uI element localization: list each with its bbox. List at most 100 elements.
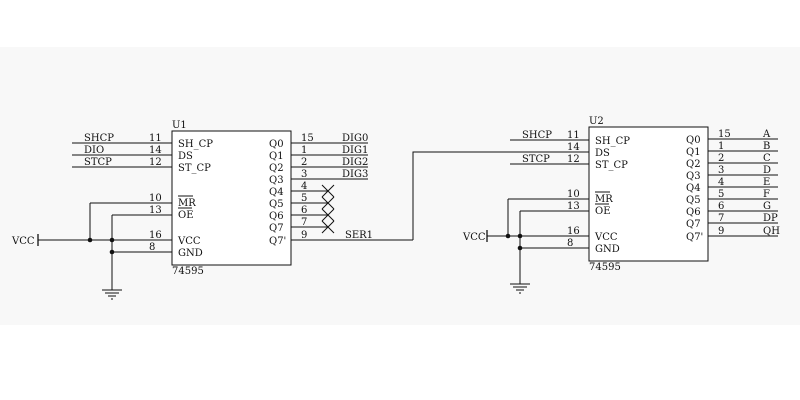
u2-net-e: E (763, 177, 770, 188)
u1-pinnum-13: 13 (149, 205, 162, 216)
u2-net-g: G (763, 201, 771, 212)
u1-pinnum-12: 12 (149, 157, 162, 168)
u1-pinnum-1: 1 (301, 145, 307, 156)
u1-pinnum-2: 2 (301, 157, 307, 168)
u2-pinname-q4: Q4 (686, 183, 701, 194)
u2-pinname-q2: Q2 (686, 159, 701, 170)
u2-pinnum-9: 9 (718, 226, 724, 237)
u1-pinnum-9: 9 (301, 230, 307, 241)
ser1-link-wire (412, 151, 589, 240)
u1-net-stcp: STCP (84, 157, 112, 168)
u1-pinname-q2: Q2 (269, 163, 284, 174)
u1-pinname-q5: Q5 (269, 199, 284, 210)
u1-pinname-q6: Q6 (269, 211, 284, 222)
u1-pinnum-6: 6 (301, 205, 307, 216)
u2-part: 74595 (589, 262, 621, 273)
u2-pinname-shcp: SH_CP (595, 136, 630, 147)
u1-junction-vcc2 (109, 237, 115, 243)
u1-pinname-q7: Q7 (269, 223, 284, 234)
u2-junction-vcc2 (517, 233, 523, 239)
u1-pinname-stcp: ST_CP (178, 163, 211, 174)
u1-net-dig0: DIG0 (342, 133, 368, 144)
u2-pinname-q7s: Q7' (686, 232, 703, 243)
u2-junction-gnd (517, 245, 523, 251)
u1-pinnum-16: 16 (149, 230, 162, 241)
u1-body[interactable] (171, 130, 292, 266)
u1-vcc-label: VCC (11, 236, 35, 247)
u1-net-dig2: DIG2 (342, 157, 368, 168)
u1-junction-gnd (109, 249, 115, 255)
u2-pinnum-6: 6 (718, 201, 724, 212)
u2-pinnum-7: 7 (718, 213, 724, 224)
u1-net-dig1: DIG1 (342, 145, 368, 156)
u1-net-dio: DIO (84, 145, 104, 156)
u2-pinname-q1: Q1 (686, 147, 701, 158)
u2-pinname-oe: OE (595, 206, 611, 217)
u2-net-c: C (763, 153, 771, 164)
u1-pinname-gnd: GND (178, 248, 203, 259)
u1-net-dig3: DIG3 (342, 169, 368, 180)
u2-net-f: F (763, 189, 770, 200)
u2-pinname-q3: Q3 (686, 171, 701, 182)
u2-pinnum-14: 14 (567, 142, 580, 153)
u2-junction-vcc (505, 233, 511, 239)
u2-net-b: B (763, 141, 770, 152)
u2-pinname-q5: Q5 (686, 195, 701, 206)
u2-pinname-vcc: VCC (594, 232, 618, 243)
u1-ground-symbol (102, 289, 122, 300)
u2-net-qh: QH (763, 226, 780, 237)
noconnect-q4-icon (321, 184, 335, 198)
u2-pinname-ds: DS (595, 148, 610, 159)
u2-group: U2 74595 SHCP STCP 11 14 12 SH_CP DS ST_… (462, 116, 780, 294)
u2-pinnum-12: 12 (567, 154, 580, 165)
u2-pinname-mr: MR (595, 194, 613, 205)
u1-pinname-oe: OE (178, 210, 194, 221)
u1-pinnum-7: 7 (301, 217, 307, 228)
u1-net-ser1: SER1 (345, 230, 373, 241)
u2-pinnum-16: 16 (567, 226, 580, 237)
u1-pinnum-11: 11 (149, 133, 162, 144)
u2-pinname-q7: Q7 (686, 219, 701, 230)
u1-pinname-ds: DS (178, 151, 193, 162)
u1-ref: U1 (172, 120, 187, 131)
u2-net-shcp: SHCP (522, 130, 552, 141)
u2-net-dp: DP (763, 213, 778, 224)
u2-net-a: A (762, 129, 771, 140)
u1-pinname-vcc: VCC (177, 236, 201, 247)
u2-pinnum-15: 15 (718, 129, 731, 140)
u2-pinname-q0: Q0 (686, 135, 701, 146)
u1-junction-vcc (87, 237, 93, 243)
u1-pinnum-5: 5 (301, 193, 307, 204)
u2-vcc-label: VCC (462, 232, 486, 243)
noconnect-q5-icon (321, 196, 335, 210)
u1-pinnum-15: 15 (301, 133, 314, 144)
u2-pinnum-8: 8 (567, 238, 573, 249)
u2-right-pins (708, 138, 778, 237)
u2-pinnum-1: 1 (718, 141, 724, 152)
u1-noconnect-marks (321, 184, 335, 234)
u1-pinnum-3: 3 (301, 169, 307, 180)
u2-pinnum-3: 3 (718, 165, 724, 176)
u2-ref: U2 (589, 116, 604, 127)
u2-pinnum-4: 4 (718, 177, 724, 188)
u2-net-stcp: STCP (522, 154, 550, 165)
u1-pinname-q0: Q0 (269, 139, 284, 150)
u1-pinname-mr: MR (178, 198, 196, 209)
u2-pinname-gnd: GND (595, 244, 620, 255)
u1-pinnum-8: 8 (149, 242, 155, 253)
u1-net-shcp: SHCP (84, 133, 114, 144)
u1-pinname-q7s: Q7' (269, 236, 286, 247)
u2-net-d: D (763, 165, 771, 176)
u2-pinnum-11: 11 (567, 130, 580, 141)
u1-pinname-q1: Q1 (269, 151, 284, 162)
noconnect-q6-icon (321, 208, 335, 222)
u2-pinname-q6: Q6 (686, 207, 701, 218)
u1-right-pins (291, 142, 413, 241)
u2-body[interactable] (588, 126, 709, 262)
u1-pinnum-4: 4 (301, 181, 307, 192)
u2-pinnum-10: 10 (567, 189, 580, 200)
u1-pinname-shcp: SH_CP (178, 139, 213, 150)
u1-group: U1 74595 SHCP DIO STCP 11 14 12 SH_CP DS… (11, 120, 413, 300)
u2-ground-symbol (510, 283, 530, 294)
